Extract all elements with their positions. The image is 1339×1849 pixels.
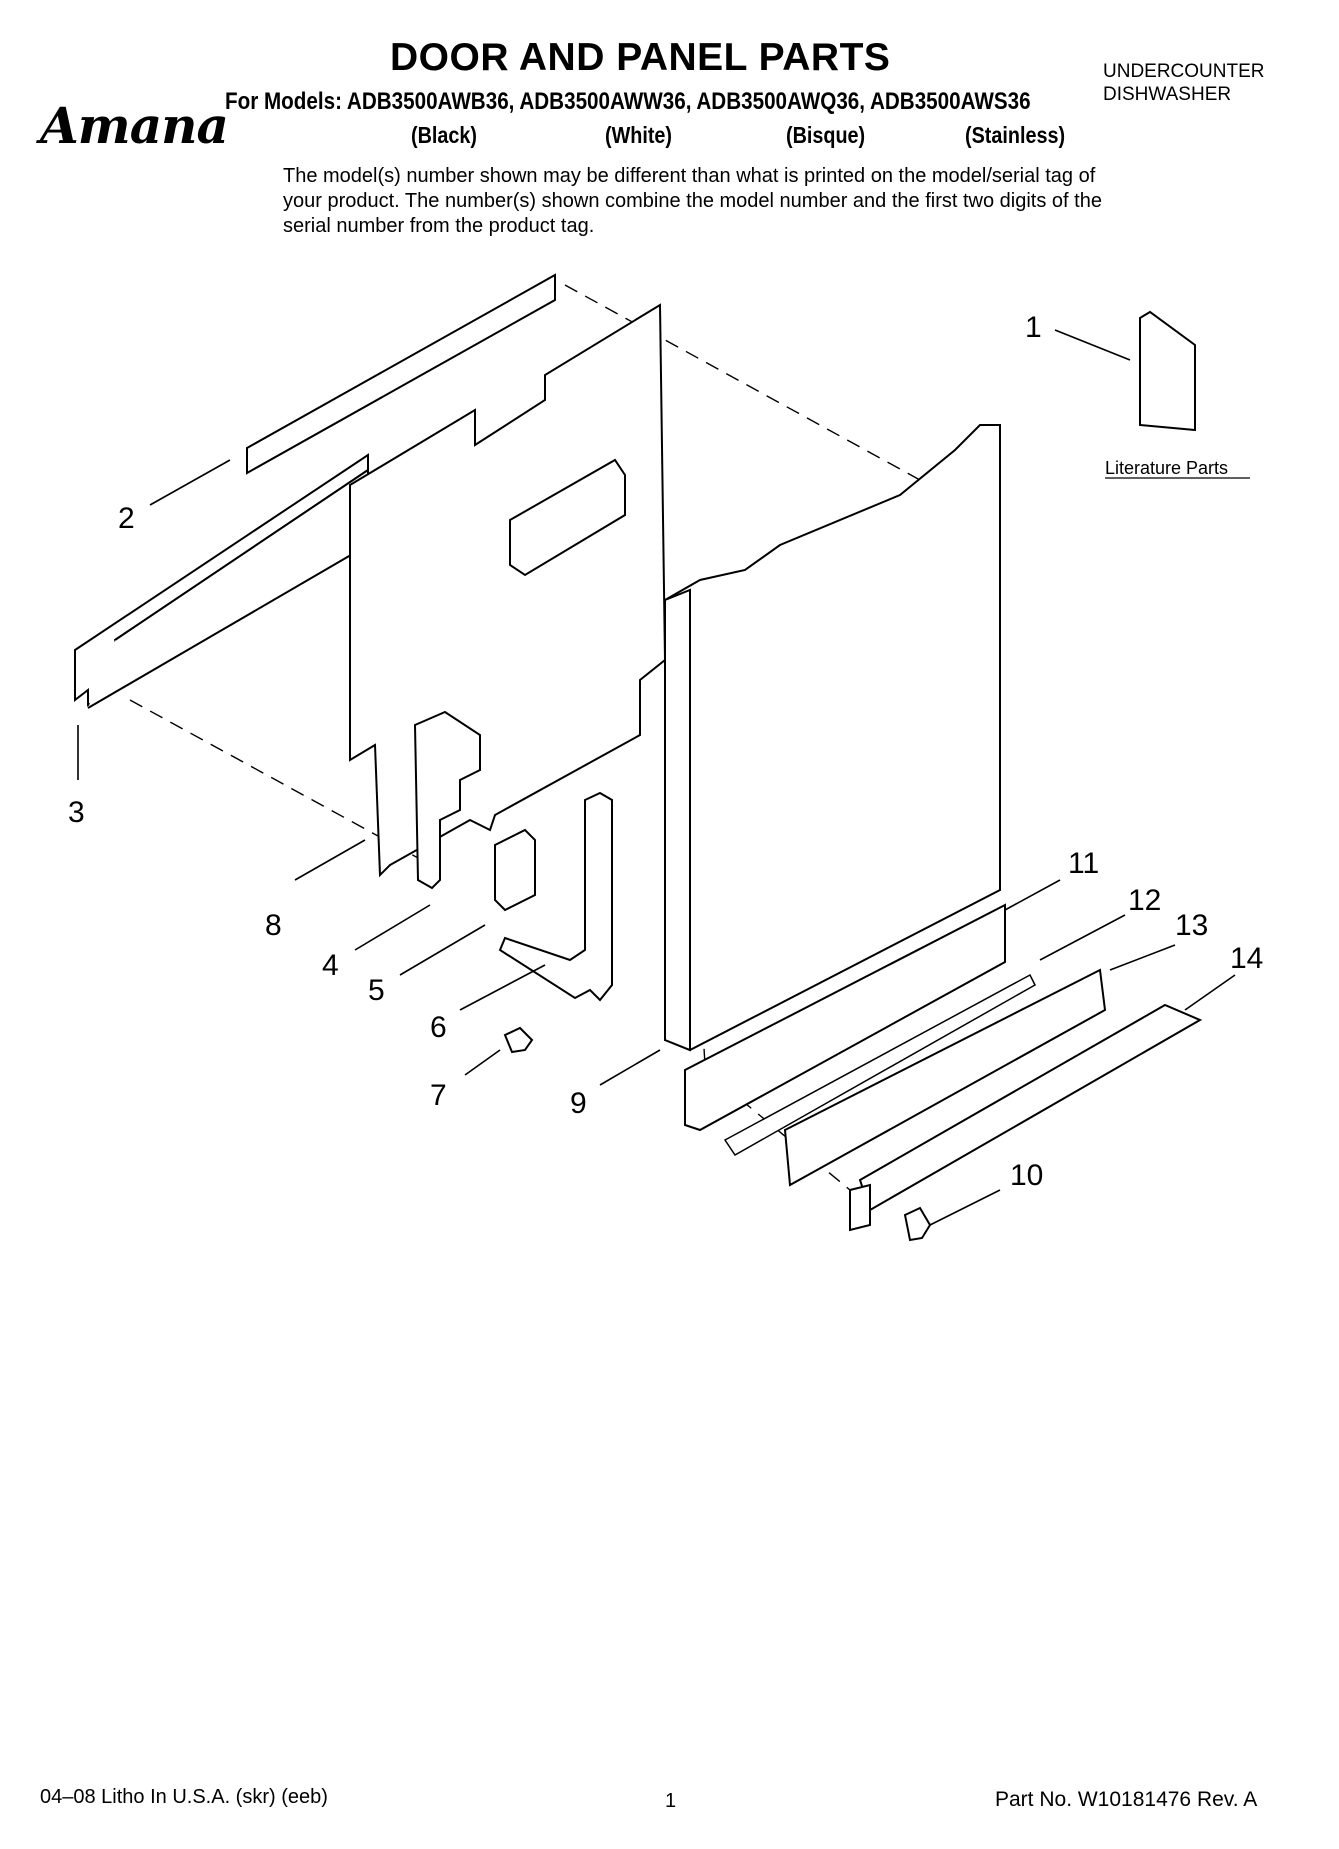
leader-6 (459, 964, 546, 1011)
leader-5 (399, 924, 486, 976)
part-5-pad (494, 828, 536, 912)
alignment-line-vertical (699, 979, 706, 1066)
leader-4 (354, 904, 431, 951)
callout-13: 13 (1175, 909, 1208, 942)
page-title: DOOR AND PANEL PARTS (390, 36, 891, 79)
callout-10: 10 (1010, 1159, 1043, 1192)
literature-parts-label: Literature Parts (1105, 458, 1228, 478)
part-7-screw (503, 1026, 534, 1054)
kickplate-end (849, 1183, 871, 1232)
leader-2 (149, 459, 231, 506)
part-1-literature (1139, 310, 1196, 432)
part-6-hinge (498, 791, 613, 1002)
part-number: Part No. W10181476 Rev. A (995, 1788, 1258, 1811)
leader-1 (1054, 329, 1131, 361)
amana-logo: Amana (40, 96, 229, 155)
product-type-line2: DISHWASHER (1103, 84, 1232, 105)
callout-6: 6 (430, 1011, 447, 1044)
leader-11 (1004, 879, 1061, 911)
callout-5: 5 (368, 974, 385, 1007)
part-12-strip (723, 973, 1036, 1156)
part-13-channel (783, 968, 1107, 1187)
callout-14: 14 (1230, 942, 1263, 975)
callout-4: 4 (322, 949, 339, 982)
part-8-inner-panel (349, 303, 667, 878)
color-black: (Black) (411, 122, 477, 148)
callout-3: 3 (68, 796, 85, 829)
leader-9 (599, 1049, 661, 1086)
callout-8: 8 (265, 909, 282, 942)
page-number: 1 (665, 1790, 677, 1812)
callout-7: 7 (430, 1079, 447, 1112)
part-4-bracket (413, 710, 481, 890)
product-type: UNDERCOUNTER DISHWASHER (1103, 60, 1265, 106)
callout-9: 9 (570, 1087, 587, 1120)
footer-litho: 04–08 Litho In U.S.A. (skr) (eeb) (40, 1786, 328, 1808)
color-stainless: (Stainless) (965, 122, 1066, 148)
models-line: For Models: ADB3500AWB36, ADB3500AWW36, … (225, 88, 1031, 115)
part-2-top-strip (246, 273, 556, 475)
leader-7 (464, 1049, 501, 1076)
inner-panel-cutout (509, 458, 626, 577)
leader-8 (294, 839, 366, 881)
callout-11: 11 (1068, 847, 1099, 880)
leader-10 (929, 1189, 1001, 1226)
product-type-line1: UNDERCOUNTER (1103, 61, 1265, 82)
alignment-line-bottom (129, 699, 441, 871)
leader-13 (1109, 944, 1176, 971)
color-bisque: (Bisque) (786, 122, 866, 148)
outer-door-edge (664, 588, 691, 1052)
part-10-screw (903, 1206, 932, 1242)
disclaimer-text: The model(s) number shown may be differe… (283, 165, 1102, 237)
leader-12 (1039, 914, 1126, 961)
color-white: (White) (605, 122, 673, 148)
callout-2: 2 (118, 502, 135, 535)
leader-14 (1184, 974, 1236, 1011)
callout-1: 1 (1025, 311, 1042, 344)
callout-12: 12 (1128, 884, 1161, 917)
part-11-bottom-trim (684, 903, 1006, 1132)
